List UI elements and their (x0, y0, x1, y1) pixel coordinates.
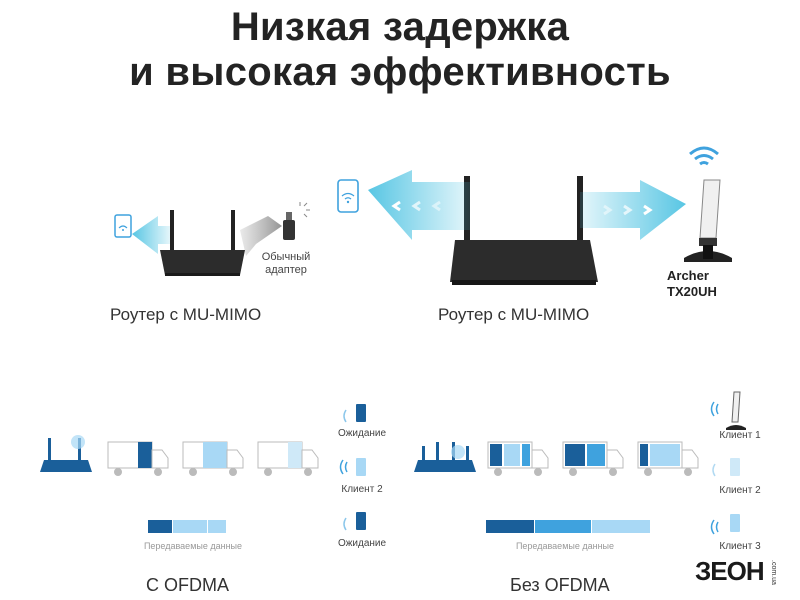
adapter-label: Обычный адаптер (256, 251, 316, 277)
zeon-logo: ЗЕОН (695, 556, 765, 586)
archer-label-line1: Archer (667, 268, 709, 283)
no-ofdma-client-1-icon (710, 391, 746, 430)
no-ofdma-truck-2 (562, 441, 624, 476)
large-right-arrow (580, 180, 686, 240)
title-line-2: и высокая эффективность (129, 50, 671, 94)
ofdma-data-label: Передаваемые данные (143, 541, 243, 551)
small-gray-arrow (240, 216, 282, 256)
right-router-caption: Роутер с MU-MIMO (438, 305, 590, 324)
no-ofdma-truck-1 (487, 441, 549, 476)
archer-label-line2: TX20UH (667, 284, 717, 299)
phone-icon (337, 179, 359, 213)
ofdma-client-1-icon (343, 404, 366, 423)
left-router-caption: Роутер с MU-MIMO (110, 305, 262, 324)
ofdma-diagram (40, 404, 366, 533)
large-router-icon (450, 176, 598, 285)
small-phone-icon (114, 214, 132, 238)
no-ofdma-client-3-icon (710, 514, 740, 535)
ofdma-client-1-label: Ожидание (337, 428, 387, 439)
ofdma-truck-1 (107, 441, 169, 476)
usb-adapter-icon (283, 202, 310, 240)
no-ofdma-client-1-label: Клиент 1 (719, 430, 761, 441)
archer-label: Archer TX20UH (667, 268, 747, 300)
no-ofdma-data-label: Передаваемые данные (515, 541, 615, 551)
ofdma-truck-3 (257, 441, 319, 476)
no-ofdma-client-2-label: Клиент 2 (719, 485, 761, 496)
ofdma-client-2-label: Клиент 2 (341, 484, 383, 495)
adapter-label-line1: Обычный (261, 251, 311, 263)
large-left-arrow (368, 170, 470, 240)
ofdma-client-3-label: Ожидание (337, 538, 387, 549)
top-illustration (114, 146, 732, 285)
no-ofdma-client-3-label: Клиент 3 (719, 541, 761, 552)
ofdma-data-bar (148, 520, 226, 533)
ofdma-client-3-icon (343, 512, 366, 531)
archer-adapter-icon (684, 179, 732, 262)
small-router-icon (160, 210, 245, 276)
ofdma-truck-2 (182, 441, 244, 476)
adapter-label-line2: адаптер (265, 264, 307, 276)
small-left-arrow (132, 216, 170, 254)
zeon-logo-side: .com.ua (770, 560, 777, 585)
title-line-1: Низкая задержка (230, 5, 570, 49)
wifi-icon (689, 146, 719, 166)
no-ofdma-client-2-icon (712, 458, 740, 477)
no-ofdma-diagram (414, 391, 746, 535)
ofdma-caption: С OFDMA (146, 575, 229, 595)
ofdma-router-icon (40, 435, 92, 472)
no-ofdma-router-icon (414, 442, 476, 472)
no-ofdma-caption: Без OFDMA (510, 575, 610, 595)
no-ofdma-data-bar (486, 520, 650, 533)
no-ofdma-truck-3 (637, 441, 699, 476)
ofdma-client-2-icon (339, 458, 366, 476)
